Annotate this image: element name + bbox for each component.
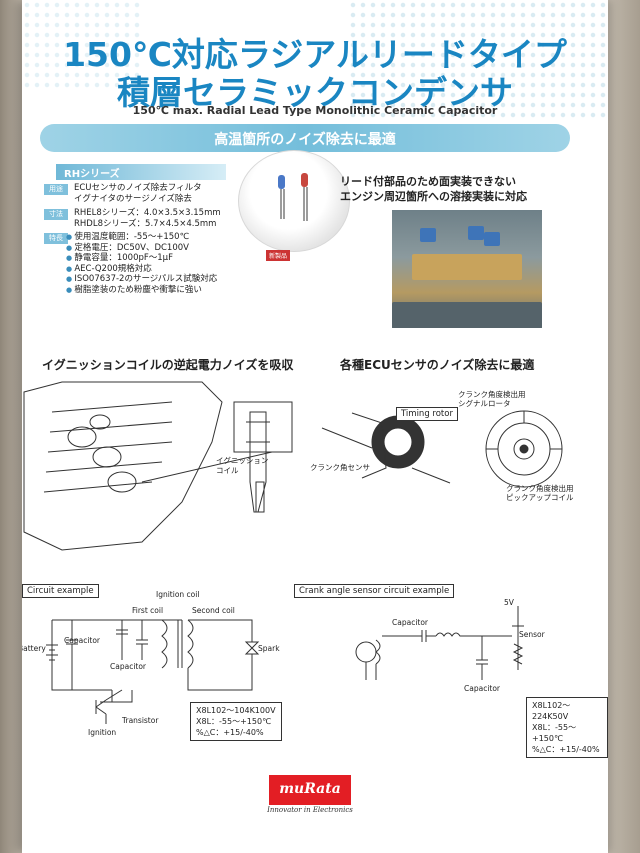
timing-rotor-label: Timing rotor	[396, 407, 458, 421]
mounting-note: リード付部品のため面実装できない エンジン周辺箇所への溶接実装に対応	[340, 174, 527, 204]
series-tag: RHシリーズ	[56, 164, 226, 180]
capacitor-label: Capacitor	[464, 684, 501, 693]
battery-label: Battery	[22, 644, 46, 653]
feature-item: ISO07637-2のサージパルス試験対応	[66, 274, 217, 285]
banner: 高温箇所のノイズ除去に最適	[40, 124, 570, 152]
section-heading-ecu: 各種ECUセンサのノイズ除去に最適	[340, 358, 535, 372]
size-line: RHEL8シリーズ：4.0×3.5×3.15mm	[74, 208, 221, 218]
capacitor-lead	[306, 187, 308, 221]
poster: 150℃対応ラジアルリードタイプ 積層セラミックコンデンサ 150℃ max. …	[22, 0, 608, 853]
feature-item: AEC-Q200規格対応	[66, 264, 217, 275]
pickup-coil-label: クランク角度検出用 ピックアップコイル	[506, 484, 574, 502]
label-line: イグニッション	[216, 456, 269, 465]
photo-capacitor	[420, 228, 436, 242]
spec-line: %△C：+15/-40%	[196, 728, 264, 737]
title-line-1: 150℃対応ラジアルリードタイプ	[63, 35, 567, 74]
crank-sensor-label: クランク角センサ	[310, 463, 370, 472]
photo-base	[392, 302, 542, 328]
crank-circuit-heading: Crank angle sensor circuit example	[294, 584, 455, 598]
spec-line: X8L：-55〜+150℃	[532, 723, 577, 743]
usage-text: ECUセンサのノイズ除去フィルタ イグナイタのサージノイズ除去	[74, 183, 202, 205]
features-list: 使用温度範囲：-55〜+150℃ 定格電圧：DC50V、DC100V 静電容量：…	[66, 232, 217, 295]
usage-line: イグナイタのサージノイズ除去	[74, 194, 192, 204]
banner-text: 高温箇所のノイズ除去に最適	[214, 132, 396, 148]
spec-line: X8L102〜104K100V	[196, 706, 276, 715]
size-text: RHEL8シリーズ：4.0×3.5×3.15mm RHDL8シリーズ：5.7×4…	[74, 208, 221, 230]
logo-text: muRata	[279, 781, 341, 797]
series-label: RHシリーズ	[64, 169, 120, 180]
engine-drawing	[23, 381, 293, 551]
spec-line: X8L102〜224K50V	[532, 701, 571, 721]
subtitle: 150℃ max. Radial Lead Type Monolithic Ce…	[132, 104, 498, 117]
section-heading-ignition: イグニッションコイルの逆起電力ノイズを吸収	[42, 358, 294, 372]
features-label: 特長	[44, 233, 68, 244]
title-line-2: 積層セラミックコンデンサ	[117, 73, 513, 112]
sensor-label: Sensor	[519, 630, 545, 639]
label-line: コイル	[216, 466, 239, 475]
signal-rotor-label: クランク角度検出用 シグナルロータ	[458, 390, 526, 408]
photo-terminal	[412, 254, 522, 280]
capacitor-red	[301, 173, 308, 187]
signal-rotor-drawing	[485, 410, 563, 488]
ignition-label: Ignition	[88, 728, 117, 737]
label-line: シグナルロータ	[458, 399, 511, 408]
capacitor-label: Capacitor	[64, 636, 101, 645]
product-dish	[238, 150, 350, 252]
size-line: RHDL8シリーズ：5.7×4.5×4.5mm	[74, 219, 217, 229]
feature-item: 静電容量：1000pF〜1μF	[66, 253, 217, 264]
second-coil-label: Second coil	[192, 606, 235, 615]
label-line: クランク角度検出用	[506, 484, 574, 493]
capacitor-spec-box: X8L102〜104K100V X8L：-55〜+150℃ %△C：+15/-4…	[190, 702, 282, 741]
capacitor-blue	[278, 175, 285, 189]
note-line: エンジン周辺箇所への溶接実装に対応	[340, 190, 527, 203]
usage-label: 用途	[44, 184, 68, 195]
capacitor-spec-box: X8L102〜224K50V X8L：-55〜+150℃ %△C：+15/-40…	[526, 697, 608, 758]
ignition-circuit	[46, 619, 260, 724]
crank-circuit	[355, 606, 524, 680]
dot-pattern	[22, 0, 142, 90]
capacitor-label: Capacitor	[392, 618, 429, 627]
spec-line: %△C：+15/-40%	[532, 745, 600, 754]
tagline: Innovator in Electronics	[267, 806, 353, 814]
label-line: クランク角度検出用	[458, 390, 526, 399]
capacitor-lead	[283, 189, 285, 219]
dot-pattern	[348, 0, 608, 120]
ignition-coil-label: イグニッション コイル	[216, 456, 268, 476]
spark-label: Spark	[258, 644, 280, 653]
usage-line: ECUセンサのノイズ除去フィルタ	[74, 183, 202, 193]
voltage-label: 5V	[504, 598, 514, 607]
capacitor-label: Capacitor	[110, 662, 147, 671]
crank-sensor-drawing	[321, 412, 451, 484]
murata-logo: muRata	[269, 775, 351, 805]
photo-capacitor	[484, 232, 500, 246]
spec-line: X8L：-55〜+150℃	[196, 717, 272, 726]
first-coil-label: First coil	[132, 606, 164, 615]
label-line: ピックアップコイル	[506, 493, 574, 502]
feature-item: 使用温度範囲：-55〜+150℃	[66, 232, 217, 243]
photo-capacitor	[468, 226, 484, 240]
ignition-coil-label-en: Ignition coil	[156, 590, 200, 599]
capacitor-lead	[280, 189, 282, 219]
circuit-example-heading: Circuit example	[22, 584, 99, 598]
size-label: 寸法	[44, 209, 68, 220]
note-line: リード付部品のため面実装できない	[340, 175, 516, 188]
capacitor-lead	[303, 187, 305, 221]
mounted-capacitor-photo	[392, 210, 542, 328]
feature-item: 樹脂塗装のため粉塵や衝撃に強い	[66, 285, 217, 296]
transistor-label: Transistor	[122, 716, 159, 725]
feature-item: 定格電圧：DC50V、DC100V	[66, 243, 217, 254]
new-product-tag: 新製品	[266, 250, 291, 261]
